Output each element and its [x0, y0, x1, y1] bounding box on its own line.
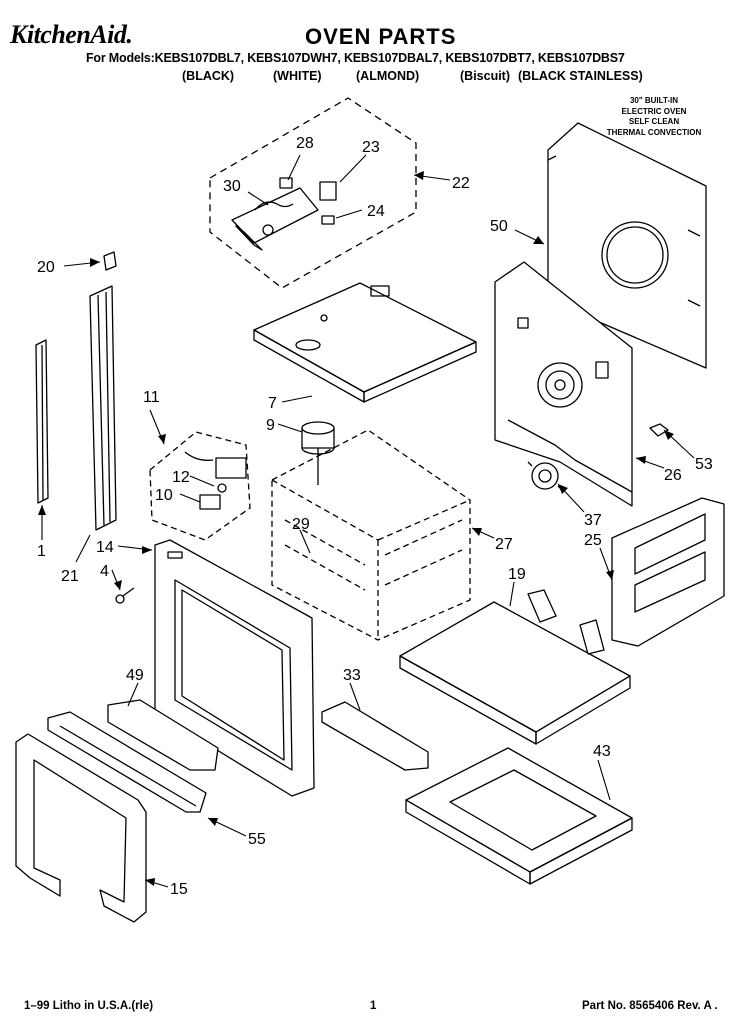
leader-arrowheads [38, 171, 674, 886]
model-list: For Models:KEBS107DBL7, KEBS107DWH7, KEB… [86, 51, 625, 65]
callout-53: 53 [695, 456, 713, 473]
callout-10: 10 [155, 487, 173, 504]
callout-4: 4 [100, 563, 109, 580]
callout-50: 50 [490, 218, 508, 235]
callout-11: 11 [143, 389, 160, 406]
callout-1: 1 [37, 543, 46, 560]
desc-line: ELECTRIC OVEN [621, 106, 687, 116]
oven-cavity-liner [271, 429, 471, 641]
door-latch-group [149, 431, 251, 541]
callout-12: 12 [172, 469, 190, 486]
vertical-trim-strip [35, 339, 49, 504]
callout-55: 55 [248, 831, 266, 848]
callout-28: 28 [296, 135, 314, 152]
convection-back-plate [494, 261, 633, 507]
callout-15: 15 [170, 881, 188, 898]
screw-part [115, 587, 135, 604]
oven-bottom-panel [399, 589, 631, 745]
callout-23: 23 [362, 139, 380, 156]
callout-27: 27 [495, 536, 513, 553]
door-gasket [15, 733, 147, 923]
callout-25: 25 [584, 532, 602, 549]
part-number: Part No. 8565406 Rev. A . [582, 1000, 718, 1012]
callout-labels: 28 23 30 22 24 50 20 7 9 11 12 10 53 26 … [37, 135, 713, 898]
color-black: (BLACK) [182, 69, 235, 83]
callout-20: 20 [37, 259, 55, 276]
callout-14: 14 [96, 539, 114, 556]
trim-clip [103, 251, 117, 271]
brand-logo: KitchenAid. [10, 20, 133, 49]
clip-part [649, 423, 669, 437]
bottom-trim [321, 701, 429, 771]
rear-panel [547, 122, 707, 369]
callout-22: 22 [452, 175, 470, 192]
callout-43: 43 [593, 743, 611, 760]
desc-line: THERMAL CONVECTION [606, 127, 702, 137]
vent-grille [47, 711, 207, 813]
oven-front-frame [154, 539, 315, 797]
page-number: 1 [370, 1000, 377, 1012]
color-almond: (ALMOND) [356, 69, 420, 83]
callout-33: 33 [343, 667, 361, 684]
callout-7: 7 [268, 395, 277, 412]
callout-30: 30 [223, 178, 241, 195]
side-vent-panel [611, 497, 725, 647]
callout-21: 21 [61, 568, 79, 585]
print-info: 1–99 Litho in U.S.A.(rle) [24, 1000, 154, 1012]
motor-part [301, 421, 335, 485]
color-biscuit: (Biscuit) [460, 69, 510, 83]
callout-37: 37 [584, 512, 602, 529]
lower-door-trim [107, 699, 219, 771]
desc-line: SELF CLEAN [628, 117, 680, 126]
callout-19: 19 [508, 566, 526, 583]
callout-24: 24 [367, 203, 385, 220]
bottom-tray [405, 747, 633, 885]
top-heat-shield [253, 282, 477, 403]
callout-26: 26 [664, 467, 682, 484]
color-white: (WHITE) [273, 69, 322, 83]
oven-description: 30" BUILT-IN ELECTRIC OVEN SELF CLEAN TH… [584, 96, 724, 138]
convection-fan-part [527, 461, 563, 491]
callout-29: 29 [292, 516, 310, 533]
control-assembly-box [209, 97, 417, 289]
callout-49: 49 [126, 667, 144, 684]
page-title: OVEN PARTS [305, 24, 457, 49]
callout-9: 9 [266, 417, 275, 434]
side-trim-strip [89, 285, 117, 531]
desc-line: 30" BUILT-IN [629, 96, 679, 105]
color-black-stainless: (BLACK STAINLESS) [518, 69, 643, 83]
